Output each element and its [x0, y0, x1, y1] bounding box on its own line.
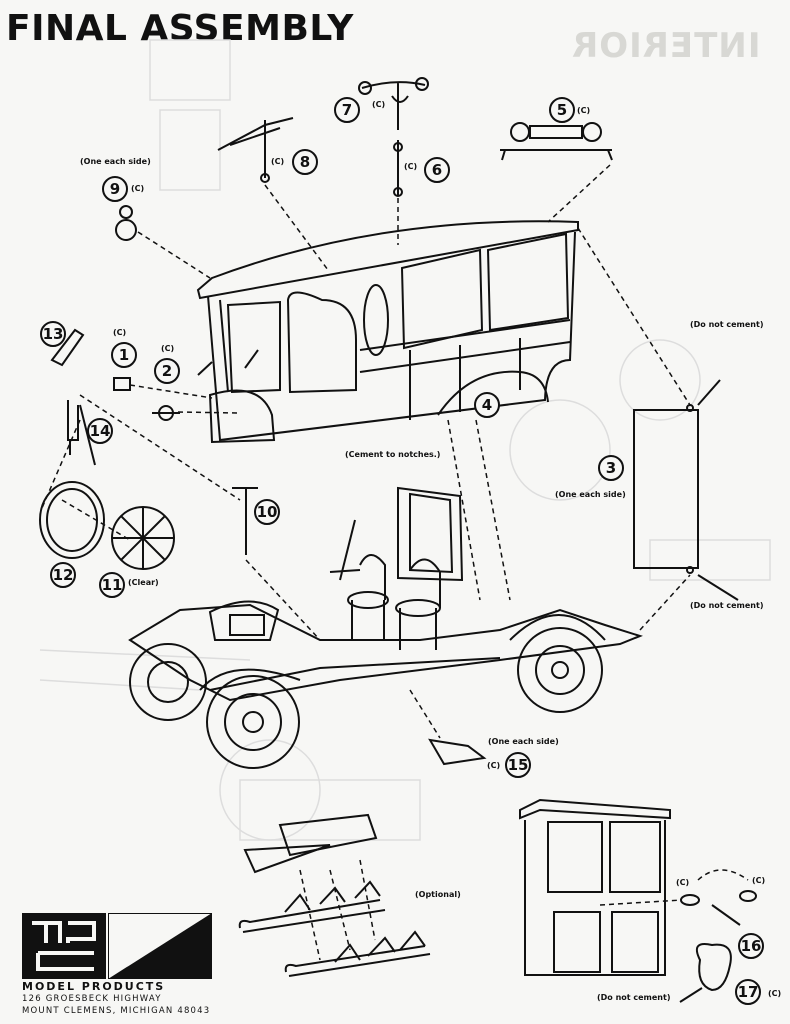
cement-mark-7: (C)	[372, 100, 386, 109]
part-13: 13	[40, 321, 66, 347]
cement-mark-1: (C)	[113, 328, 127, 337]
part-2: 2	[154, 358, 180, 384]
cement-mark-16a: (C)	[676, 878, 690, 887]
part-5: 5	[549, 97, 575, 123]
cement-mark-15: (C)	[487, 761, 501, 770]
cement-mark-16b: (C)	[752, 876, 766, 885]
part-14: 14	[87, 418, 113, 444]
note-optional: (Optional)	[415, 890, 461, 899]
cement-mark-2: (C)	[161, 344, 175, 353]
part-17: 17	[735, 979, 761, 1005]
part-11: 11	[99, 572, 125, 598]
cement-mark-9: (C)	[131, 184, 145, 193]
note-one-each-side-15: (One each side)	[488, 737, 559, 746]
page-title: FINAL ASSEMBLY	[6, 8, 354, 49]
cement-mark-17: (C)	[768, 989, 782, 998]
note-do-not-cement-lock: (Do not cement)	[597, 993, 671, 1002]
note-cement-to-notches: (Cement to notches.)	[345, 450, 441, 459]
company-address-line2: MOUNT CLEMENS, MICHIGAN 48043	[22, 1006, 211, 1016]
part-7: 7	[334, 97, 360, 123]
note-one-each-side-3: (One each side)	[555, 490, 626, 499]
part-12: 12	[50, 562, 76, 588]
part-4: 4	[474, 392, 500, 418]
part-10: 10	[254, 499, 280, 525]
mpc-logo	[22, 913, 212, 979]
part-3: 3	[598, 455, 624, 481]
note-one-each-side-9: (One each side)	[80, 157, 151, 166]
note-do-not-cement-panel: (Do not cement)	[690, 601, 764, 610]
company-address-line1: 126 GROESBECK HIGHWAY	[22, 994, 162, 1004]
note-do-not-cement-top: (Do not cement)	[690, 320, 764, 329]
part-8: 8	[292, 149, 318, 175]
cement-mark-5: (C)	[577, 106, 591, 115]
part-6: 6	[424, 157, 450, 183]
part-15: 15	[505, 752, 531, 778]
note-clear: (Clear)	[128, 578, 159, 587]
part-9: 9	[102, 176, 128, 202]
cement-mark-6: (C)	[404, 162, 418, 171]
part-1: 1	[111, 342, 137, 368]
part-16: 16	[738, 933, 764, 959]
cement-mark-8: (C)	[271, 157, 285, 166]
company-name: MODEL PRODUCTS	[22, 980, 166, 993]
mpc-logo-mark	[22, 913, 106, 979]
